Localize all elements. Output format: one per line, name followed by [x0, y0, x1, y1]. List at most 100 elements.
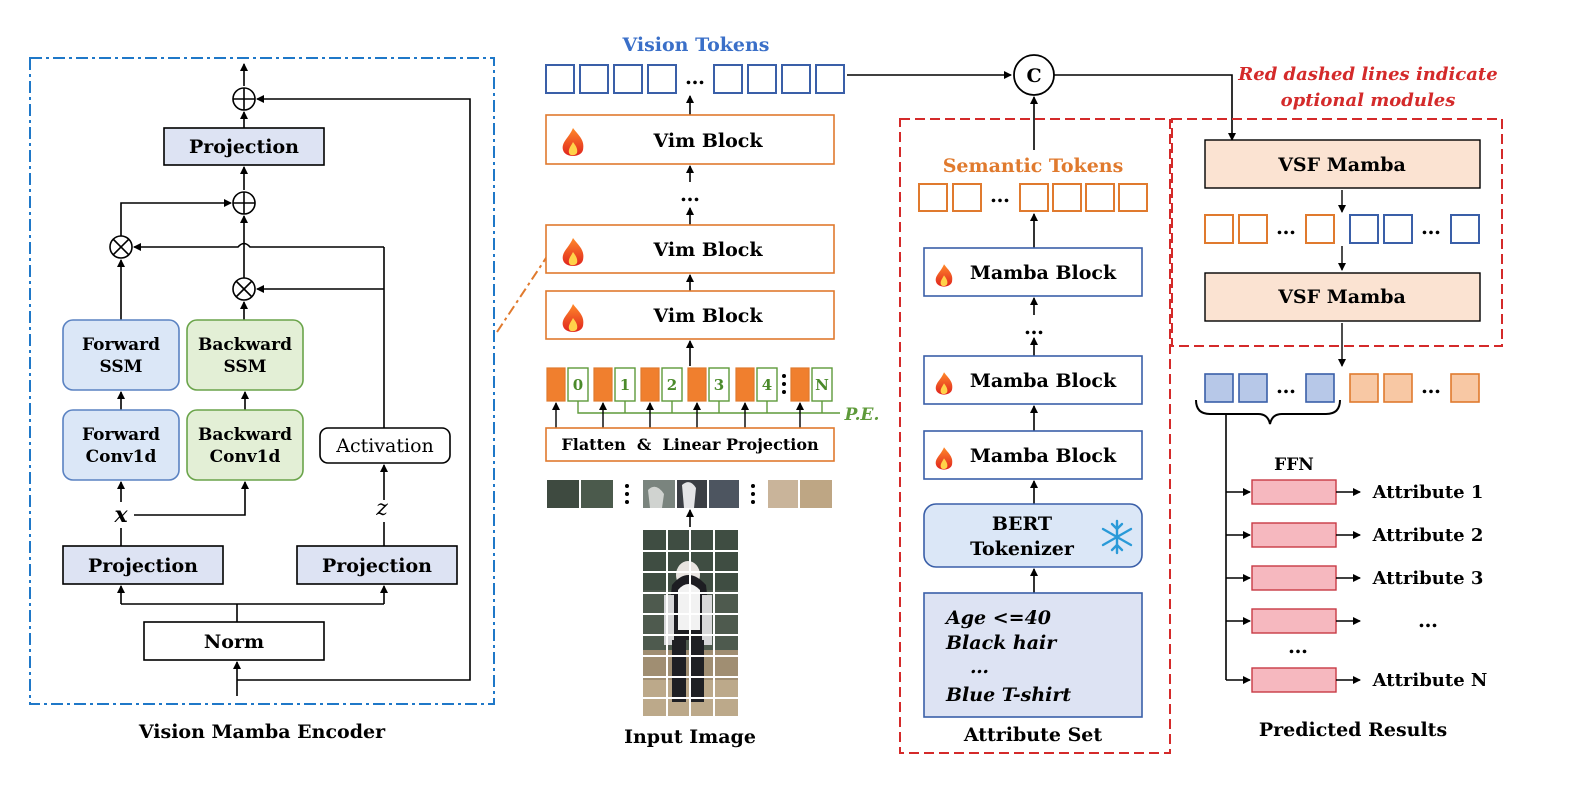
optional-note-line-2: optional modules: [1281, 90, 1456, 111]
backward-conv-label-2: Conv1d: [210, 447, 281, 467]
projection-top-label: Projection: [189, 136, 299, 158]
projection-top-block: Projection: [163, 127, 325, 166]
mamba-ellipsis: …: [1024, 315, 1044, 339]
mamba-block-middle: Mamba Block: [923, 355, 1143, 405]
attribute-set-caption: Attribute Set: [963, 724, 1103, 746]
plus-node-middle: [232, 191, 256, 215]
vsf-mamba-bottom-label: VSF Mamba: [1277, 286, 1406, 308]
output-token-row: [1204, 373, 1480, 403]
projection-left-label: Projection: [88, 555, 198, 577]
vim-block-middle: Vim Block: [545, 224, 835, 274]
plus-node-top: [232, 87, 256, 111]
concat-symbol: C: [1026, 65, 1041, 87]
attribute-text-4: Blue T-shirt: [945, 684, 1071, 706]
mixed-token-row: [1204, 214, 1480, 244]
bert-label-2: Tokenizer: [970, 538, 1075, 560]
output-token-ellipsis-1: …: [1276, 374, 1296, 398]
output-token-ellipsis-2: …: [1421, 374, 1441, 398]
semantic-token-row: [918, 183, 1148, 212]
activation-block: Activation: [319, 427, 451, 464]
image-patch-dots: [625, 484, 755, 504]
image-patch-row: [547, 480, 832, 508]
times-node-right: [232, 277, 256, 301]
attribute-result-n: Attribute N: [1372, 670, 1488, 691]
bert-tokenizer-block: BERT Tokenizer: [923, 503, 1143, 568]
snowflake-icon: [1101, 519, 1133, 555]
input-image-caption: Input Image: [624, 726, 756, 748]
variable-x: x: [113, 502, 128, 528]
pe-index-n: N: [815, 376, 829, 394]
mamba-block-top: Mamba Block: [923, 247, 1143, 297]
attribute-result-2: Attribute 2: [1372, 525, 1484, 546]
flatten-label: Flatten & Linear Projection: [561, 435, 819, 454]
vsf-mamba-top-label: VSF Mamba: [1277, 154, 1406, 176]
flatten-arrows: [552, 402, 804, 428]
forward-conv1d-block: Forward Conv1d: [62, 409, 180, 481]
encoder-frame: [29, 57, 495, 705]
attribute-text-3: …: [970, 656, 989, 678]
patch-dots: [782, 374, 786, 394]
mamba-block-middle-label: Mamba Block: [970, 370, 1117, 392]
pe-index-1: 1: [620, 376, 630, 394]
vim-block-bottom: Vim Block: [545, 290, 835, 340]
pe-index-4: 4: [762, 376, 772, 394]
patch-token-row: [546, 367, 833, 402]
token-brace: [1195, 399, 1341, 425]
vim-block-middle-label: Vim Block: [652, 239, 763, 261]
projection-right-block: Projection: [296, 545, 458, 585]
encoder-caption: Vision Mamba Encoder: [138, 721, 386, 743]
norm-label: Norm: [204, 631, 264, 653]
pe-connector: [577, 401, 840, 414]
mamba-block-bottom: Mamba Block: [923, 430, 1143, 480]
mixed-token-ellipsis-1: …: [1276, 215, 1296, 239]
attribute-result-3: Attribute 3: [1372, 568, 1484, 589]
vsf-mamba-top: VSF Mamba: [1204, 139, 1481, 189]
concat-node: C: [1013, 54, 1055, 96]
forward-ssm-block: Forward SSM: [62, 319, 180, 391]
pe-index-0: 0: [573, 376, 583, 394]
attribute-frame: [899, 118, 1171, 754]
backward-ssm-block: Backward SSM: [186, 319, 304, 391]
vim-block-bottom-label: Vim Block: [652, 305, 763, 327]
forward-conv-label-2: Conv1d: [86, 447, 157, 467]
input-image: [643, 530, 738, 716]
attribute-result-ellipsis: …: [1418, 608, 1438, 632]
backward-conv-label-1: Backward: [198, 425, 292, 445]
vision-tokens-label: Vision Tokens: [621, 34, 769, 56]
attribute-result-1: Attribute 1: [1372, 482, 1484, 503]
semantic-token-ellipsis: …: [990, 183, 1010, 207]
backward-ssm-label-1: Backward: [198, 335, 292, 355]
pe-label: P.E.: [844, 405, 880, 425]
predicted-results-caption: Predicted Results: [1259, 719, 1447, 741]
ffn-ellipsis: …: [1288, 634, 1308, 658]
attribute-text-2: Black hair: [945, 632, 1058, 654]
forward-ssm-label-1: Forward: [82, 335, 160, 355]
activation-label: Activation: [335, 435, 434, 457]
ffn-label: FFN: [1274, 455, 1314, 475]
optional-note-line-1: Red dashed lines indicate: [1237, 64, 1497, 85]
zoom-connector: [496, 251, 551, 333]
pe-index-2: 2: [667, 376, 677, 394]
projection-right-label: Projection: [322, 555, 432, 577]
mamba-block-bottom-label: Mamba Block: [970, 445, 1117, 467]
attribute-text-1: Age <=40: [944, 607, 1051, 629]
vision-token-row: [545, 64, 845, 94]
vim-block-top: Vim Block: [545, 114, 835, 165]
attribute-text-block: Age <=40 Black hair … Blue T-shirt: [923, 592, 1143, 718]
projection-left-block: Projection: [62, 545, 224, 585]
forward-conv-label-1: Forward: [82, 425, 160, 445]
backward-conv1d-block: Backward Conv1d: [186, 409, 304, 481]
flatten-linear-projection-block: Flatten & Linear Projection: [545, 427, 835, 462]
vsf-mamba-bottom: VSF Mamba: [1204, 272, 1481, 322]
backward-ssm-label-2: SSM: [224, 357, 267, 377]
forward-ssm-label-2: SSM: [100, 357, 143, 377]
mixed-token-ellipsis-2: …: [1421, 215, 1441, 239]
norm-block: Norm: [143, 621, 325, 661]
bert-label-1: BERT: [992, 513, 1052, 535]
ffn-rows: [1226, 479, 1361, 693]
variable-z: z: [375, 496, 388, 521]
semantic-tokens-label: Semantic Tokens: [943, 155, 1124, 177]
vision-token-ellipsis: …: [685, 65, 705, 89]
pe-index-3: 3: [714, 376, 724, 394]
